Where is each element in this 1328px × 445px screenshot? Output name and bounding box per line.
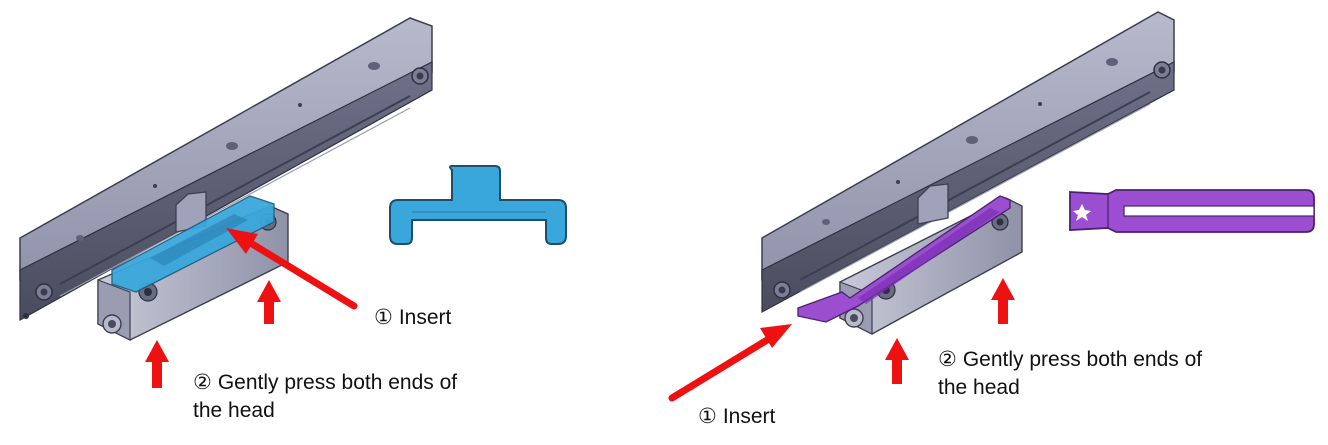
step-number: ① xyxy=(698,405,717,428)
right-read-head xyxy=(797,195,1023,335)
left-insert-arrow xyxy=(226,228,358,310)
right-encoder-assembly xyxy=(761,11,1175,314)
left-press-arrow-1 xyxy=(145,340,169,388)
step-text: Insert xyxy=(722,405,776,428)
step-text-line2: the head xyxy=(193,399,275,422)
right-spacer-tool-inserted xyxy=(797,195,1011,323)
step-number: ② xyxy=(938,348,957,371)
step-number: ② xyxy=(193,371,212,394)
right-insert-arrow xyxy=(668,324,792,402)
left-press-arrow-2 xyxy=(257,280,281,324)
right-rail-face xyxy=(761,61,1175,314)
right-press-arrow-2 xyxy=(991,278,1015,324)
right-press-arrow-1 xyxy=(885,338,909,384)
step-text-line1: Gently press both ends of xyxy=(217,371,458,394)
left-encoder-assembly xyxy=(19,17,433,322)
left-rail-face xyxy=(19,61,433,322)
step-text: Insert xyxy=(398,306,452,329)
step-number: ① xyxy=(374,306,393,329)
step-text-line1: Gently press both ends of xyxy=(962,348,1203,371)
left-spacer-tool-icon xyxy=(389,165,567,245)
step-text-line2: the head xyxy=(938,376,1020,399)
right-spacer-tool-icon xyxy=(1069,189,1315,233)
